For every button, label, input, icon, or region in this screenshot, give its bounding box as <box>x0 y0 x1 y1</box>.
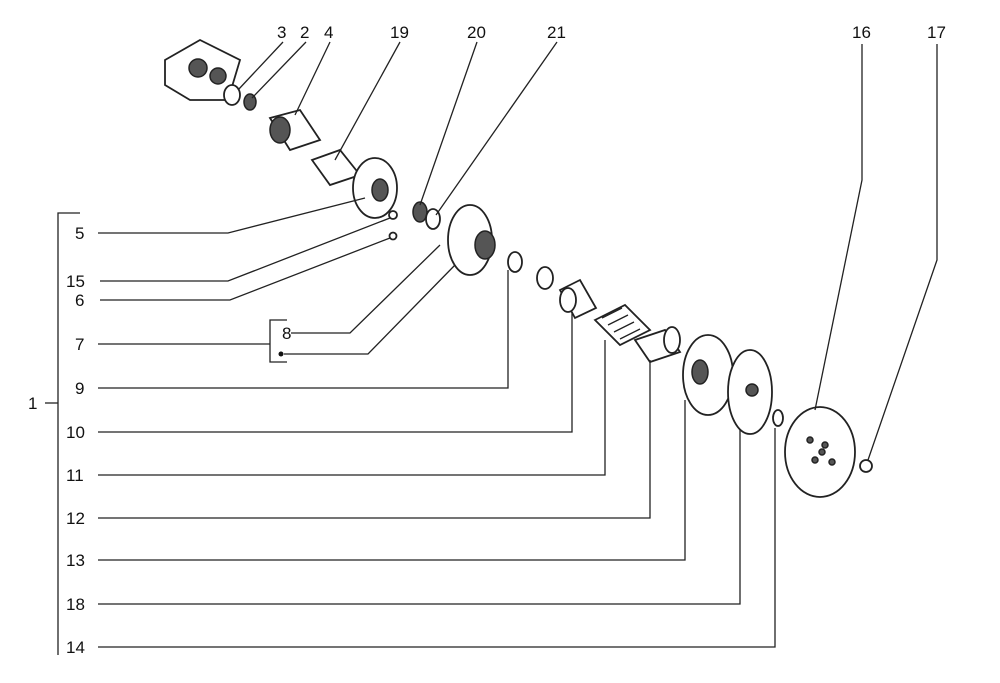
part-spring-11 <box>593 303 652 347</box>
part-rings-20 <box>412 201 441 230</box>
part-plate-18 <box>727 349 773 435</box>
label-12: 12 <box>66 509 85 528</box>
label-6: 6 <box>75 291 84 310</box>
label-2: 2 <box>300 23 309 42</box>
part-clutch-13 <box>682 334 734 416</box>
part-shaft-19 <box>310 148 362 187</box>
labels: 3 2 4 19 20 21 16 17 1 8 5 15 6 7 9 10 1… <box>28 23 946 657</box>
part-movable-pulley-7 <box>447 204 496 276</box>
label-9: 9 <box>75 379 84 398</box>
part-bushing-4 <box>268 108 322 152</box>
part-bush-10 <box>558 278 598 320</box>
label-14: 14 <box>66 638 85 657</box>
part-seal-9 <box>507 251 523 273</box>
label-18: 18 <box>66 595 85 614</box>
label-15: 15 <box>66 272 85 291</box>
label-11: 11 <box>66 466 84 485</box>
part-ring-2 <box>243 93 257 111</box>
label-8: 8 <box>282 324 291 343</box>
part-screw-15 <box>388 210 398 220</box>
label-10: 10 <box>66 423 85 442</box>
sub-bracket <box>269 319 287 363</box>
part-washer-6 <box>388 231 398 241</box>
label-21: 21 <box>547 23 566 42</box>
group-bracket <box>57 212 80 655</box>
part-seal-9b <box>536 266 554 290</box>
label-7: 7 <box>75 335 84 354</box>
parts <box>164 38 873 498</box>
label-3: 3 <box>277 23 286 42</box>
label-1: 1 <box>28 394 37 413</box>
part-nut-17 <box>859 459 873 473</box>
part-fixed-pulley-5 <box>352 157 398 219</box>
part-bell-16 <box>784 406 856 498</box>
label-4: 4 <box>324 23 333 42</box>
sub-bracket-dot <box>278 351 284 357</box>
label-16: 16 <box>852 23 871 42</box>
label-17: 17 <box>927 23 946 42</box>
label-13: 13 <box>66 551 85 570</box>
label-19: 19 <box>390 23 409 42</box>
label-20: 20 <box>467 23 486 42</box>
label-5: 5 <box>75 224 84 243</box>
part-cup-12 <box>633 326 682 364</box>
part-bearing-3 <box>223 84 241 106</box>
part-washer-14 <box>772 409 784 427</box>
leader-lines <box>45 41 938 655</box>
